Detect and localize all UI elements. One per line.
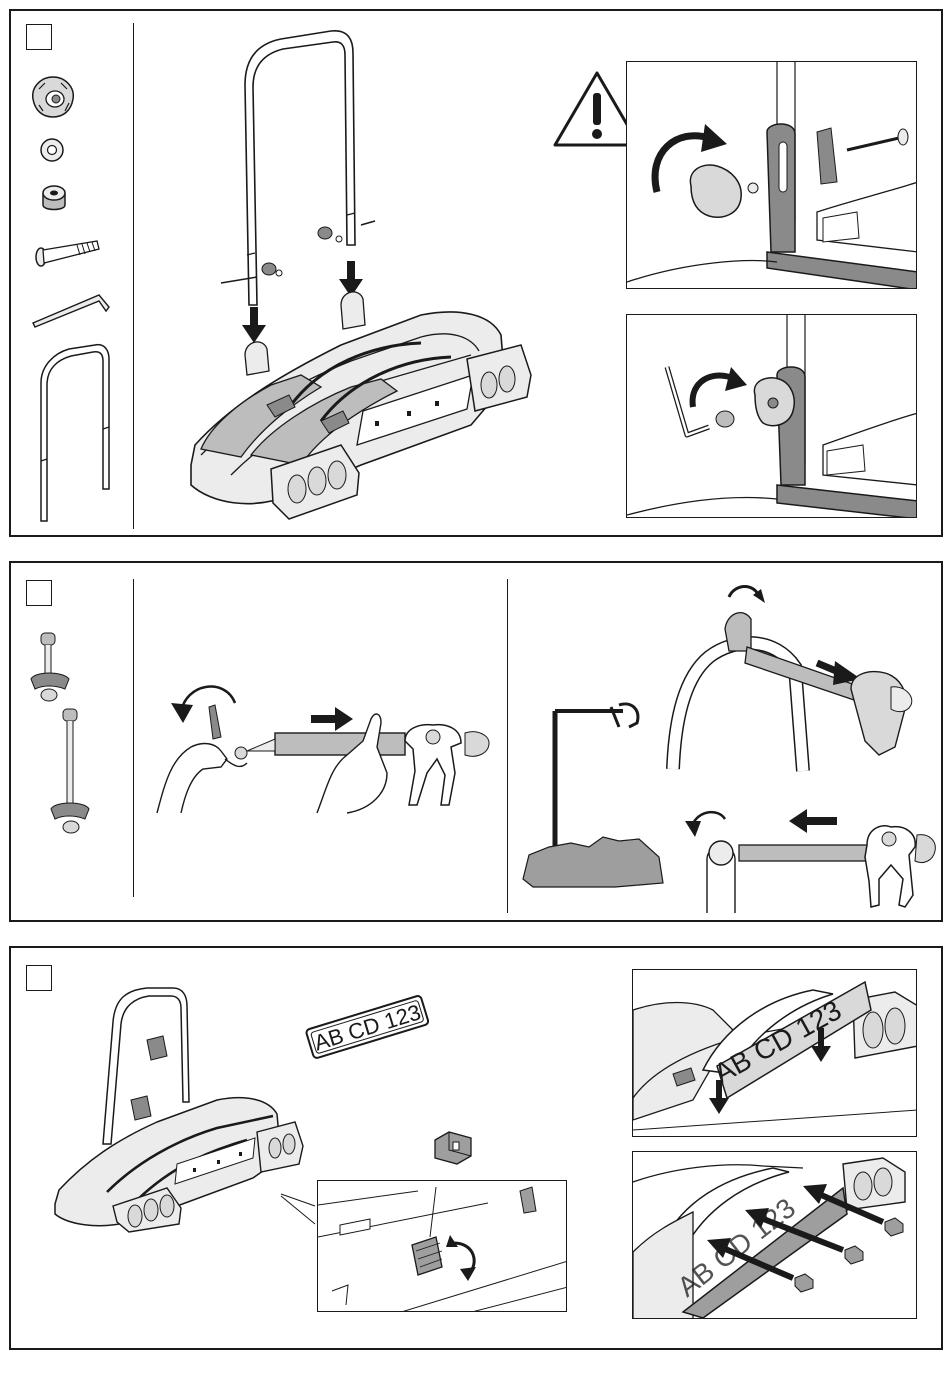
rotate-arrow-icon <box>693 367 747 407</box>
washer-icon <box>37 135 67 165</box>
step-1-number-box <box>26 24 52 50</box>
license-plate: AB CD 123 <box>303 986 431 1066</box>
knob-icon <box>25 69 81 125</box>
bolt-icon <box>31 237 103 267</box>
rotate-arrow-icon <box>446 1235 476 1281</box>
step-2-number-box <box>26 580 52 606</box>
inset-plate-clips: AB CD 123 <box>632 1151 917 1319</box>
carrier-assembly-drawing <box>171 25 541 525</box>
step-2-divider-left <box>133 579 134 897</box>
inset-plate-mount: AB CD 123 <box>632 969 917 1137</box>
extend-arm-drawing <box>151 663 496 843</box>
inset-allen-key <box>626 314 917 518</box>
license-plate-text: AB CD 123 <box>311 999 424 1055</box>
rotate-arrow-icon <box>685 812 725 837</box>
step-2-divider-right <box>507 579 508 913</box>
arrow-down-icon <box>242 307 266 343</box>
step-2-panel <box>9 561 943 922</box>
step-1-panel <box>9 9 943 537</box>
plate-clip-part <box>431 1126 475 1170</box>
clip-detail-inset <box>317 1180 567 1312</box>
short-clamp-arm-icon <box>25 627 75 707</box>
inset-plate-mount-drawing: AB CD 123 <box>633 970 917 1137</box>
u-frame <box>245 31 355 305</box>
inset-knob-tightening <box>626 61 917 289</box>
frame-bar-icon <box>35 343 117 527</box>
rotate-arrow-icon <box>171 687 235 723</box>
long-clamp-arm-icon <box>45 705 95 839</box>
spacer-icon <box>37 181 71 215</box>
clip-detail-drawing <box>318 1181 567 1312</box>
carrier-silhouette-drawing <box>519 697 669 893</box>
inset-allen-drawing <box>627 315 917 518</box>
step-1-divider <box>133 23 134 529</box>
arm-rotate-bottom-drawing <box>683 795 939 915</box>
arrow-right-icon <box>311 707 353 731</box>
step-3-panel: AB CD 123 <box>9 946 943 1350</box>
arm-rotate-top-drawing <box>665 577 925 777</box>
allen-key-icon <box>29 289 115 329</box>
inset-plate-clips-drawing: AB CD 123 <box>633 1152 917 1319</box>
rotate-arrow-icon <box>729 587 765 604</box>
inset-knob-drawing <box>627 62 917 289</box>
arrow-left-icon <box>789 809 837 833</box>
